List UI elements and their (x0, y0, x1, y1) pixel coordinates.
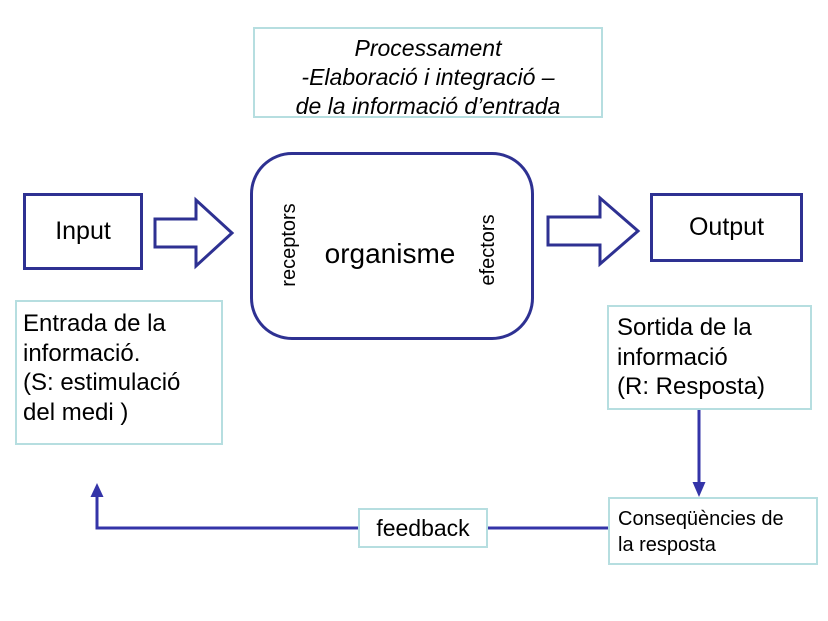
feedback-return-arrow-icon (90, 483, 608, 530)
sortida-line: (R: Resposta) (617, 373, 766, 401)
output-block-arrow-icon (546, 194, 641, 268)
entrada-box: Entrada de la informació. (S: estimulaci… (15, 300, 223, 445)
organisme-box (250, 152, 534, 340)
sortida-box: Sortida de la informació (R: Resposta) (607, 305, 812, 410)
sortida-line: Sortida de la (617, 314, 752, 341)
output-box: Output (650, 193, 803, 262)
entrada-line: (S: estimulació (23, 369, 181, 397)
consequencies-box: Conseqüències de la resposta (608, 497, 818, 565)
organisme-label: organisme (324, 238, 456, 269)
entrada-line: del medi ) (23, 398, 129, 426)
processament-box: Processament -Elaboració i integració – … (253, 27, 603, 119)
processament-line: de la informació d’entrada (295, 92, 561, 119)
feedback-box: feedback (358, 508, 488, 548)
consequencies-line: la resposta (618, 534, 716, 556)
input-label: Input (55, 217, 111, 245)
sortida-line: informació (617, 343, 728, 371)
entrada-line: Entrada de la (23, 310, 166, 337)
entrada-line: informació. (23, 339, 141, 367)
efectors-label: efectors (477, 214, 499, 286)
input-block-arrow-icon (153, 196, 235, 270)
processament-line: -Elaboració i integració – (301, 63, 555, 90)
output-label: Output (688, 213, 765, 241)
input-box: Input (23, 193, 143, 270)
processament-line: Processament (354, 35, 502, 61)
feedback-label: feedback (376, 514, 470, 541)
consequencies-line: Conseqüències de (618, 508, 784, 530)
response-down-arrow-icon (692, 410, 706, 497)
